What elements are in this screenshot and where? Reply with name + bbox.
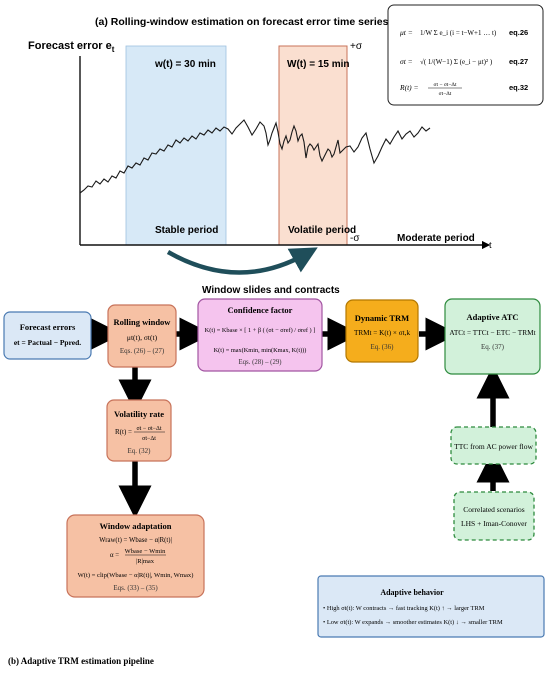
window-adaptation-line-3: W(t) = clip(Wbase − α|R(t)|, Wmin, Wmax): [78, 572, 194, 579]
window-slide-arrow: [166, 247, 318, 275]
panel-a-title: (a) Rolling-window estimation on forecas…: [95, 16, 389, 28]
window-adaptation-line-1: Wraw(t) = Wbase − α|R(t)|: [99, 537, 172, 544]
rolling-window-box: [107, 304, 177, 368]
volatile-window-label: W(t) = 15 min: [287, 59, 350, 70]
stable-window-region: [125, 45, 227, 246]
dynamic-trm-box: [345, 299, 419, 363]
ttc-title: TTC from AC power flow: [454, 442, 533, 451]
window-adaptation-alpha-den: |R|max: [136, 558, 155, 565]
plus-sigma-label: +σ: [350, 41, 363, 52]
volatility-rate-denominator: σt−Δt: [142, 436, 156, 442]
volatility-rate-title: Volatility rate: [114, 409, 164, 419]
adaptive-behavior-line-2: • Low σt(t): W expands → smoother estima…: [323, 619, 503, 626]
ttc-box: [450, 426, 537, 465]
eq27-lhs: σt =: [400, 57, 413, 66]
minus-sigma-label: -σ: [350, 233, 360, 244]
stable-window-label: w(t) = 30 min: [154, 59, 216, 70]
adaptive-atc-title: Adaptive ATC: [466, 312, 518, 322]
volatility-rate-ref: Eq. (32): [128, 447, 152, 455]
forecast-errors-box: [3, 311, 92, 360]
adaptive-atc-box: [444, 298, 541, 375]
forecast-errors-formula: et = Pactual − Ppred.: [14, 338, 81, 347]
adaptive-atc-formula: ATCt = TTCt − ETC − TRMt: [449, 328, 535, 337]
window-adaptation-ref: Eqs. (33) – (35): [113, 584, 158, 592]
volatility-rate-numerator: σt − σt−Δt: [136, 426, 161, 432]
dynamic-trm-ref: Eq. (36): [371, 343, 395, 351]
eq26-tag: eq.26: [509, 28, 528, 37]
window-adaptation-box: [66, 514, 205, 598]
stable-period-label: Stable period: [155, 225, 218, 236]
adaptive-behavior-box: [317, 575, 545, 638]
forecast-error-series: [79, 119, 431, 194]
pipeline-arrows: [88, 317, 510, 519]
forecast-errors-title: Forecast errors: [20, 322, 76, 332]
window-adaptation-alpha-lhs: α =: [110, 552, 119, 559]
confidence-factor-formula-2: K(t) = max(Kmin, min(Kmax, K(t))): [214, 347, 307, 354]
rolling-window-ref: Eqs. (26) – (27): [120, 347, 165, 355]
volatility-rate-lhs: R(t) =: [115, 428, 132, 436]
eq27-tag: eq.27: [509, 57, 528, 66]
dynamic-trm-title: Dynamic TRM: [355, 313, 409, 323]
confidence-factor-box: [197, 298, 323, 372]
eq32-denominator: σt−Δt: [439, 91, 452, 97]
confidence-factor-title: Confidence factor: [228, 305, 293, 315]
y-axis-label: Forecast error et: [28, 40, 115, 54]
rolling-window-formula: μt(t), σt(t): [127, 333, 158, 342]
confidence-factor-ref: Eqs. (28) – (29): [238, 359, 281, 366]
arrow-caption: Window slides and contracts: [202, 285, 340, 296]
eq32-numerator: σt − σt−Δt: [433, 82, 456, 88]
confidence-factor-formula-1: K(t) = Kbase × [ 1 + β ( (σt − σref) / σ…: [205, 327, 316, 334]
adaptive-behavior-title: Adaptive behavior: [380, 588, 444, 597]
scenarios-title: Correlated scenarios: [463, 505, 525, 514]
volatile-period-label: Volatile period: [288, 225, 356, 236]
eq26-lhs: μt =: [400, 28, 413, 37]
eq27-rhs: √( 1/(W−1) Σ (e_i − μt)² ): [420, 58, 493, 66]
eq32-lhs: R(t) =: [399, 83, 419, 92]
adaptive-behavior-line-1: • High σt(t): W contracts → fast trackin…: [323, 605, 485, 612]
t-axis-label: t: [489, 240, 492, 251]
moderate-period-label: Moderate period: [397, 233, 475, 244]
dynamic-trm-formula: TRMt = K(t) × σt,k: [354, 329, 411, 337]
scenarios-box: [453, 491, 535, 541]
volatile-window-region: [278, 45, 348, 246]
equations-box: [387, 4, 544, 106]
scenarios-subtitle: LHS + Iman-Conover: [461, 519, 527, 528]
volatility-rate-box: [106, 399, 172, 462]
panel-b-caption: (b) Adaptive TRM estimation pipeline: [8, 656, 154, 666]
window-adaptation-title: Window adaptation: [100, 521, 172, 531]
eq32-tag: eq.32: [509, 83, 528, 92]
eq26-rhs: 1/W Σ e_i (i = t−W+1 … t): [420, 29, 497, 37]
window-adaptation-alpha-num: Wbase − Wmin: [125, 548, 166, 555]
adaptive-atc-ref: Eq. (37): [481, 343, 505, 351]
rolling-window-title: Rolling window: [114, 317, 172, 327]
